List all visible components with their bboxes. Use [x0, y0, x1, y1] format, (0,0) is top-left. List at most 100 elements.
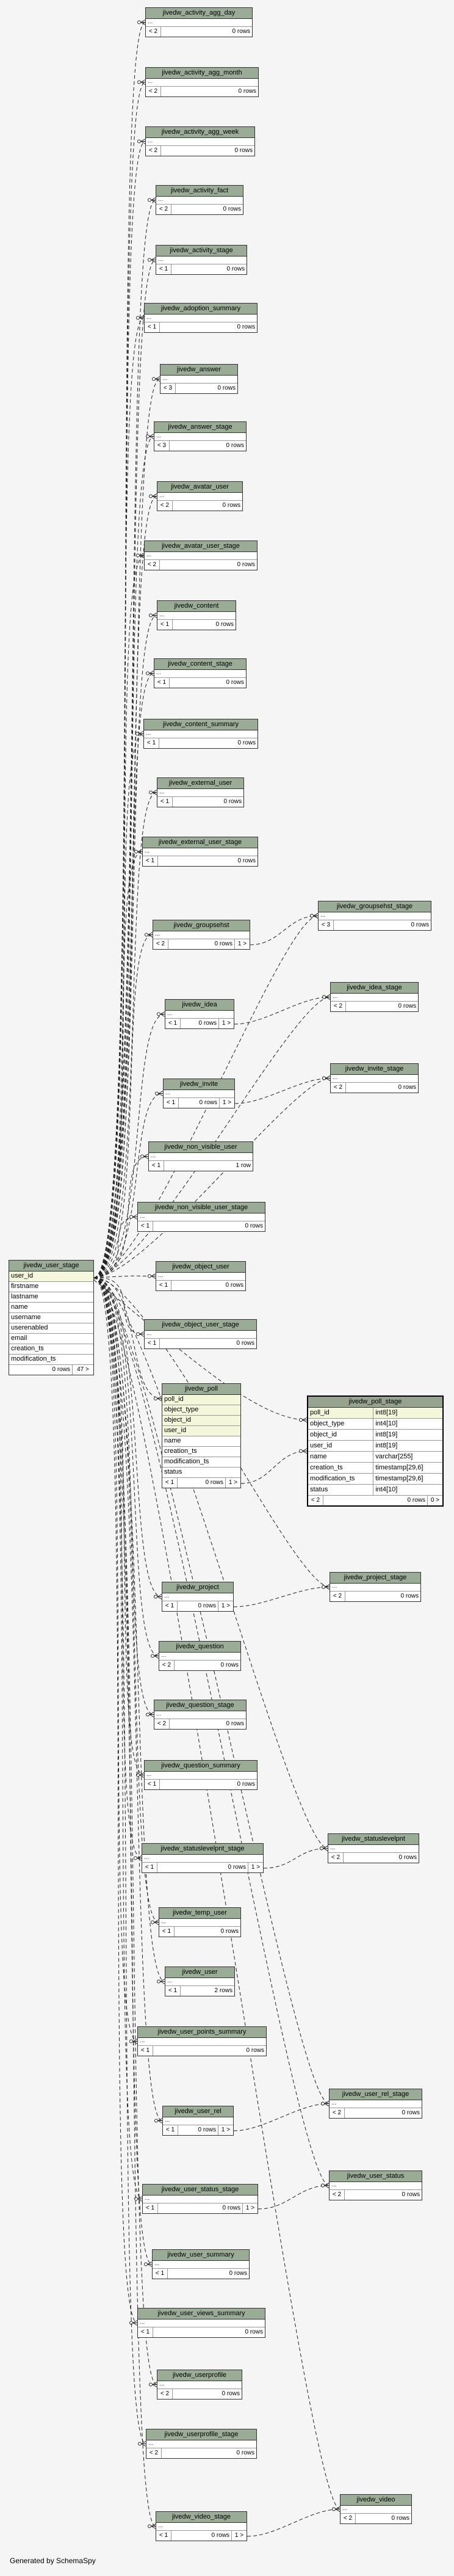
row-count: 0 rows [237, 324, 255, 330]
parent-count: < 2 [330, 2190, 345, 2200]
parent-count: < 1 [144, 738, 159, 748]
crowfoot-statuslevelpnt-stage [134, 1855, 142, 1861]
table-name: jivedw_activity_agg_month [146, 68, 258, 79]
column-name: status [308, 1484, 374, 1496]
child-count: 1 > [234, 2532, 244, 2539]
table-name: jivedw_answer [160, 365, 237, 376]
crowfoot-invite-stage [322, 1075, 331, 1081]
collapsed-columns: ... [328, 1845, 419, 1853]
table-name: jivedw_external_user [157, 778, 243, 789]
column-name: object_id [308, 1429, 374, 1441]
table-name: jivedw_avatar_user [157, 482, 242, 493]
collapsed-columns: ... [331, 1075, 418, 1083]
edge-user-stage-to-video-stage [93, 1277, 156, 2527]
row-count: 0 rows [220, 1662, 239, 1668]
edge-user-stage-to-user-status-stage [93, 1277, 143, 2199]
crowfoot-agg-month [137, 79, 146, 85]
crowfoot-user-rel [154, 2118, 163, 2123]
collapsed-columns: ... [149, 1153, 253, 1161]
parent-count: < 1 [164, 1098, 179, 1108]
column-user-id: user_id [162, 1426, 240, 1436]
crowfoot-poll-stage [299, 1448, 308, 1454]
column-type: int8[19] [373, 1440, 442, 1452]
crowfoot-activity-stage [148, 257, 156, 263]
parent-count: < 1 [165, 1019, 181, 1028]
row-count: 0 rows [215, 621, 234, 628]
parent-count: < 2 [146, 27, 161, 37]
parent-count: < 1 [156, 2531, 171, 2541]
crowfoot-question-summary [136, 1772, 145, 1778]
edge-user-stage-to-question [93, 1277, 159, 1656]
table-name: jivedw_user_rel [163, 2106, 233, 2117]
collapsed-columns: ... [159, 1919, 240, 1927]
collapsed-columns: ... [157, 493, 242, 501]
table-name: jivedw_activity_agg_week [146, 127, 254, 138]
table-name: jivedw_non_visible_user_stage [138, 1202, 265, 1213]
edge-user-stage-to-idea-stage [93, 997, 331, 1278]
crowfoot-video-stage [148, 2523, 156, 2529]
table-name: jivedw_user_views_summary [138, 2309, 265, 2319]
row-count: 0 rows [226, 1720, 244, 1727]
crowfoot-idea [157, 1011, 165, 1017]
crowfoot-user-summary [144, 2261, 153, 2267]
